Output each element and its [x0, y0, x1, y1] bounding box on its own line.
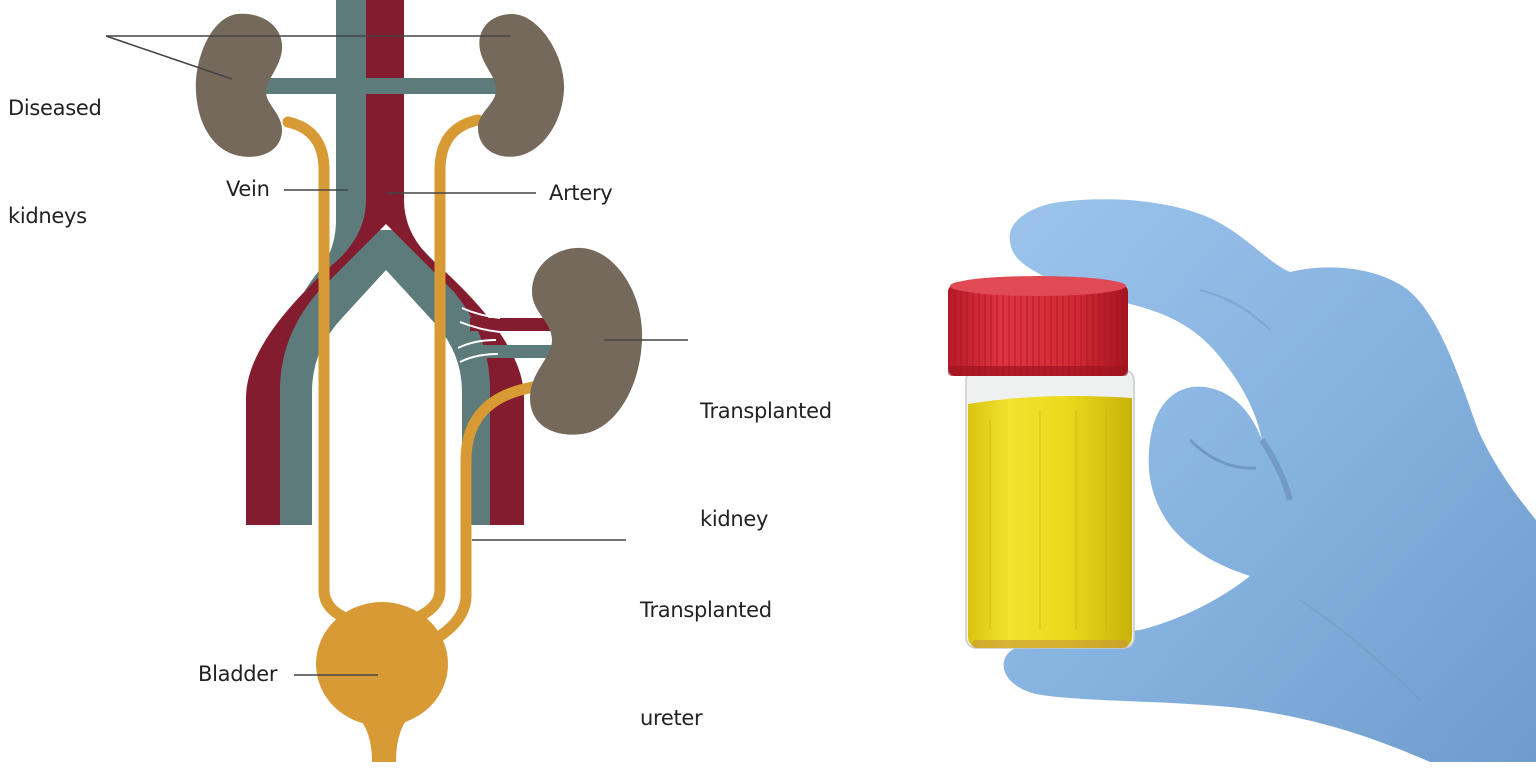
label-transplanted-kidney: Transplanted kidney	[700, 321, 832, 573]
label-artery: Artery	[549, 181, 613, 205]
sample-container	[948, 276, 1135, 649]
native-ureters	[282, 114, 484, 626]
urine-sample-photo	[948, 199, 1536, 762]
label-transplanted-kidney-line2: kidney	[700, 507, 769, 531]
bladder	[316, 602, 448, 762]
label-transplanted-ureter: Transplanted ureter	[640, 520, 772, 772]
label-diseased-kidneys-line2: kidneys	[8, 204, 87, 228]
red-cap	[948, 276, 1128, 376]
label-transplanted-ureter-line1: Transplanted	[640, 598, 772, 622]
graft-vessels	[457, 307, 552, 363]
urine-liquid	[968, 396, 1132, 648]
label-vein: Vein	[226, 177, 270, 201]
label-bladder: Bladder	[198, 662, 278, 686]
diseased-kidney-right	[478, 14, 565, 157]
label-transplanted-ureter-line2: ureter	[640, 706, 703, 730]
renal-diagram	[105, 0, 688, 762]
diseased-kidney-left	[195, 13, 283, 157]
leader-lines	[105, 35, 688, 676]
label-diseased-kidneys-line1: Diseased	[8, 96, 102, 120]
label-transplanted-kidney-line1: Transplanted	[700, 399, 832, 423]
gloved-hand	[1003, 199, 1536, 762]
transplanted-kidney	[530, 247, 643, 435]
transplanted-ureter	[434, 380, 546, 642]
label-diseased-kidneys: Diseased kidneys	[8, 18, 102, 270]
artery	[246, 0, 524, 525]
